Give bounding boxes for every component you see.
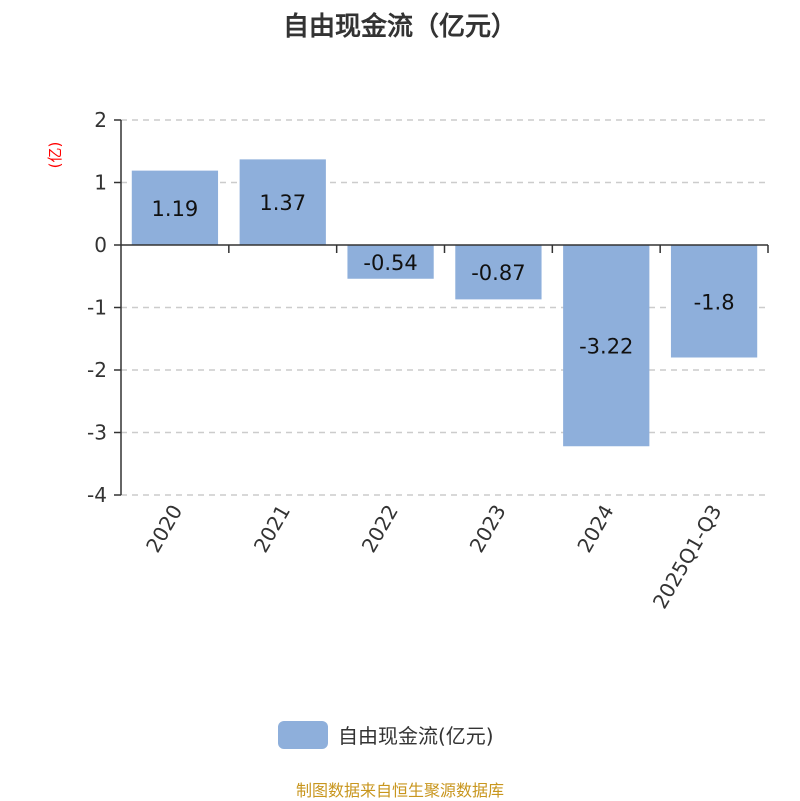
x-tick-label: 2021: [249, 501, 295, 557]
bar: [131, 170, 219, 245]
x-tick-label: 2020: [141, 501, 187, 557]
x-tick-label: 2025Q1-Q3: [648, 501, 727, 613]
data-label: -3.22: [579, 335, 633, 359]
y-tick-label: -4: [87, 483, 107, 507]
y-tick-label: 2: [94, 108, 107, 132]
y-tick-label: -3: [87, 421, 107, 445]
y-tick-label: -1: [87, 296, 107, 320]
y-axis-label: (亿): [46, 142, 64, 169]
data-label: 1.19: [152, 197, 199, 221]
y-tick-label: -2: [87, 358, 107, 382]
x-tick-label: 2022: [357, 501, 403, 557]
bar: [670, 245, 758, 358]
legend-swatch: [278, 720, 328, 749]
bar: [455, 245, 542, 300]
legend-label: 自由现金流(亿元): [338, 724, 494, 748]
x-tick-label: 2023: [465, 500, 511, 556]
data-label: -0.87: [471, 261, 525, 285]
legend[interactable]: 自由现金流(亿元): [278, 720, 494, 749]
y-tick-label: 0: [94, 233, 107, 257]
chart-title: 自由现金流（亿元）: [282, 12, 517, 42]
data-label: -0.54: [363, 251, 417, 275]
bar: [347, 245, 434, 279]
source-footer: 制图数据来自恒生聚源数据库: [295, 781, 504, 800]
x-tick-label: 2024: [572, 501, 618, 557]
bar: [239, 159, 326, 245]
y-tick-label: 1: [94, 171, 107, 195]
bar: [563, 245, 650, 447]
data-label: 1.37: [259, 191, 306, 215]
data-label: -1.8: [694, 290, 735, 314]
